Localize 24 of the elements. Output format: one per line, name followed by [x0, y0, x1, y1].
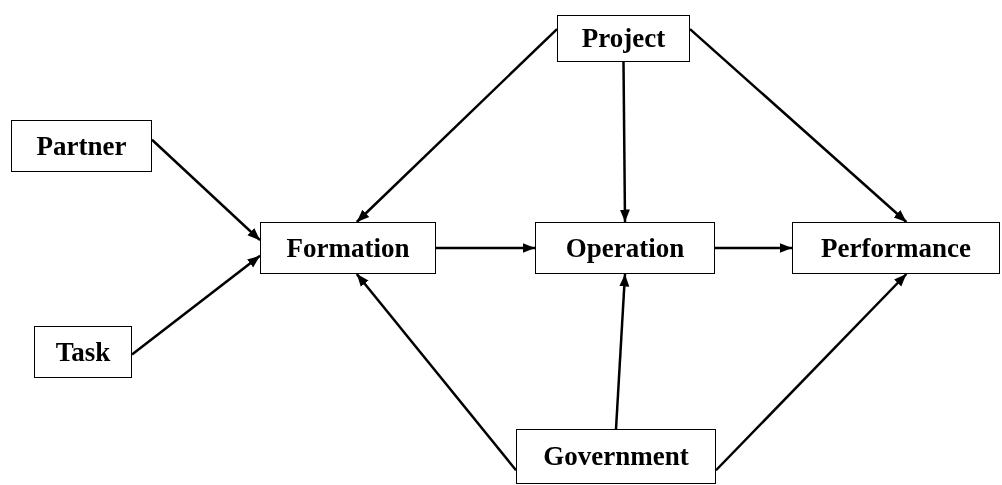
arrow [436, 243, 535, 253]
process-box [34, 326, 132, 378]
box-label: Government [543, 441, 689, 472]
arrow [355, 28, 558, 223]
arrow [131, 254, 261, 356]
arrow [614, 273, 630, 430]
process-box [792, 222, 1000, 274]
box-label: Partner [36, 130, 127, 162]
box-label: Performance [821, 232, 971, 264]
process-box [516, 429, 716, 484]
process-box [11, 120, 152, 172]
arrow [151, 138, 261, 242]
arrow [355, 273, 517, 472]
arrow [619, 62, 630, 222]
box-label: Project [581, 23, 666, 54]
arrow [715, 273, 908, 472]
process-box [260, 222, 436, 274]
process-box [535, 222, 715, 274]
arrow [689, 28, 908, 223]
box-label: Task [55, 336, 111, 368]
box-label: Operation [565, 232, 685, 264]
arrow [715, 243, 792, 253]
box-label: Formation [286, 232, 410, 264]
process-box [557, 15, 690, 62]
